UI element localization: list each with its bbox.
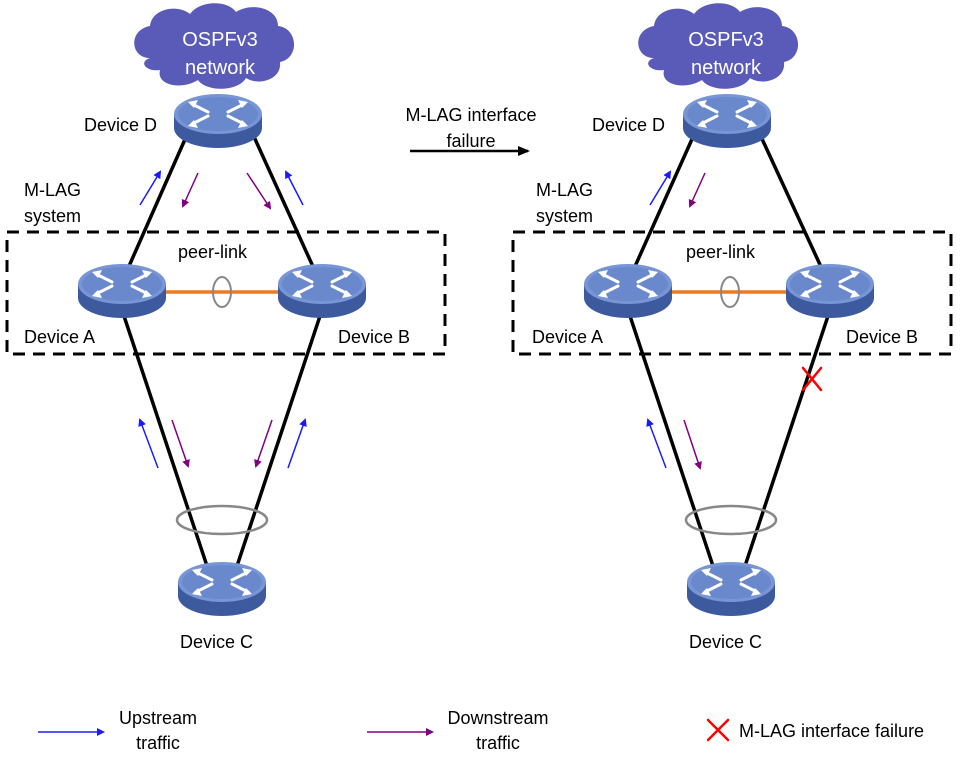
left-device-d-label: Device D [84, 115, 157, 135]
left-device-a-icon [76, 262, 168, 320]
legend-downstream-label-line2: traffic [476, 733, 520, 753]
right-device-c-icon [685, 560, 777, 618]
left-link-b-c [232, 309, 324, 576]
right-panel: OSPFv3 network Device D M-LAG system pee… [511, 3, 953, 652]
right-device-a-icon [582, 262, 674, 320]
right-device-d-icon [681, 92, 773, 150]
right-link-d-a [626, 127, 699, 283]
left-downstream-arrow-d-b [246, 172, 272, 210]
right-upstream-arrow-d-a [649, 170, 672, 206]
left-downstream-arrow-d-a [181, 172, 199, 208]
left-link-d-b [248, 127, 322, 283]
legend-failure-label: M-LAG interface failure [739, 721, 924, 741]
left-device-c-icon [176, 560, 268, 618]
left-upstream-arrow-b-c [287, 418, 307, 469]
right-ospfv3-cloud: OSPFv3 network [638, 3, 799, 89]
legend-upstream-label-line1: Upstream [119, 708, 197, 728]
right-device-d-label: Device D [592, 115, 665, 135]
left-upstream-arrow-a-c [138, 418, 159, 469]
right-link-d-b [755, 127, 830, 283]
left-mlag-system-label-line2: system [24, 206, 81, 226]
right-device-b-label: Device B [846, 327, 918, 347]
left-device-d-icon [172, 92, 264, 150]
right-mlag-system-label-line2: system [536, 206, 593, 226]
left-device-b-label: Device B [338, 327, 410, 347]
left-peer-link-ellipse [212, 276, 232, 308]
right-mlag-system-label-line1: M-LAG [536, 180, 593, 200]
right-peer-link-ellipse [720, 276, 740, 308]
transition: M-LAG interface failure [405, 105, 537, 156]
legend-upstream-label-line2: traffic [136, 733, 180, 753]
right-device-c-label: Device C [689, 632, 762, 652]
right-downstream-arrow-a-c [683, 419, 702, 470]
left-device-a-label: Device A [24, 327, 95, 347]
right-failure-x-icon [801, 366, 823, 392]
legend: Upstream traffic Downstream traffic M-LA… [38, 708, 924, 753]
left-peer-link-label: peer-link [178, 242, 248, 262]
right-cloud-label-line1: OSPFv3 [688, 29, 764, 51]
right-cloud-label-line2: network [691, 57, 762, 79]
right-device-b-icon [784, 262, 876, 320]
right-peer-link-label: peer-link [686, 242, 756, 262]
left-link-a-c [120, 309, 212, 576]
legend-failure-x-icon [706, 718, 730, 742]
left-device-c-label: Device C [180, 632, 253, 652]
left-ospfv3-cloud: OSPFv3 network [134, 3, 295, 89]
right-device-a-label: Device A [532, 327, 603, 347]
legend-downstream-label-line1: Downstream [447, 708, 548, 728]
right-upstream-arrow-a-c [646, 418, 667, 469]
left-upstream-arrow-d-b [285, 170, 304, 206]
left-downstream-arrow-b-c [254, 419, 273, 468]
left-upstream-arrow-d-a [139, 170, 162, 206]
left-cloud-label-line2: network [185, 57, 256, 79]
left-cloud-label-line1: OSPFv3 [182, 29, 258, 51]
left-mlag-system-label-line1: M-LAG [24, 180, 81, 200]
left-downstream-arrow-a-c [171, 419, 190, 468]
right-link-b-c [740, 309, 832, 576]
transition-label-line2: failure [446, 131, 495, 151]
right-lag-ellipse [684, 504, 778, 536]
right-downstream-arrow-d-a [688, 172, 706, 208]
left-panel: OSPFv3 network Device D M-LAG system pee… [5, 3, 447, 652]
left-device-b-icon [276, 262, 368, 320]
right-link-a-c [626, 309, 718, 576]
left-link-d-a [120, 127, 192, 283]
transition-label-line1: M-LAG interface [405, 105, 536, 125]
left-lag-ellipse [175, 504, 269, 536]
